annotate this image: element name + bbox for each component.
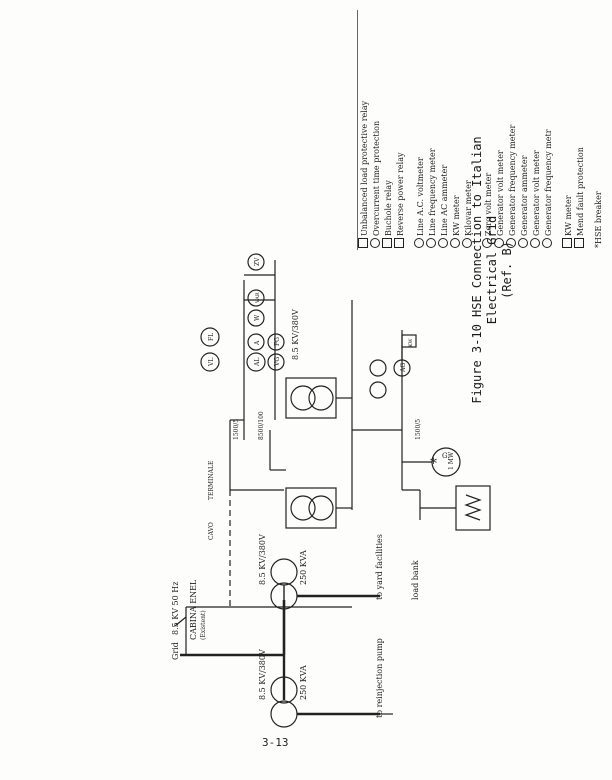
meter-al xyxy=(246,352,266,372)
fault-protection-icon xyxy=(574,238,584,248)
figure-caption: Figure 3-10 HSE Connection to Italian El… xyxy=(470,110,515,430)
tx1-rating: 8.5 KV/380V xyxy=(258,649,267,700)
gen-ammeter-icon xyxy=(518,238,528,248)
cabina-label: CABINA ENEL xyxy=(189,579,198,640)
main-tx-right-box xyxy=(285,377,337,419)
meter-a xyxy=(247,333,265,351)
legend-item: Mend fault protection xyxy=(574,8,586,248)
meter-vl-label: VL xyxy=(208,358,215,367)
terminale-label: TERMINALE xyxy=(208,461,215,500)
grid-breaker xyxy=(174,616,187,627)
meter-vl xyxy=(200,352,220,372)
tx1-primary-coil xyxy=(270,676,298,704)
voltmeter-icon xyxy=(414,238,424,248)
meter-var-label: VAR xyxy=(255,292,261,304)
main-tx-right-s xyxy=(308,385,334,411)
legend-item: KW meter xyxy=(562,8,574,248)
meter-kw xyxy=(401,334,417,348)
meter-zv-label: ZV xyxy=(254,257,261,266)
meter-al-label: AL xyxy=(254,358,261,367)
meter-var xyxy=(247,289,265,307)
main-tx-left-box xyxy=(285,487,337,529)
ct1-label: 1500/5 xyxy=(233,419,240,440)
meter-fg xyxy=(267,333,285,351)
grid-label: Grid xyxy=(171,642,180,660)
tx2-primary-coil xyxy=(270,558,298,586)
generator-label: G xyxy=(442,452,448,460)
meter-vg-label: VG xyxy=(274,357,281,367)
reverse-power-icon xyxy=(394,238,404,248)
kw-meter-icon xyxy=(450,238,460,248)
legend-item: Overcurrent time protection xyxy=(370,8,382,248)
meter-vg2 xyxy=(369,381,387,399)
meter-ag-label: AG xyxy=(400,363,407,373)
relay-icon xyxy=(358,238,368,248)
cavo-label: CAVO xyxy=(208,522,215,540)
meter-fl xyxy=(200,327,220,347)
legend-item: Line A.C. voltmeter xyxy=(414,8,426,248)
legend-item: Line frequency meter xyxy=(426,8,438,248)
asterisk-mark: * xyxy=(430,456,437,472)
page-number: 3-13 xyxy=(262,736,289,749)
legend-item: Generator volt meter xyxy=(530,8,542,248)
main-tx-left-p xyxy=(290,495,316,521)
meter-vg xyxy=(267,353,285,371)
legend-item: Buchole relay xyxy=(382,8,394,248)
tx1-dest: to reinjection pump xyxy=(375,638,384,718)
legend-item: Generator frequency metr xyxy=(542,8,554,248)
gen-frequency-meter-icon xyxy=(542,238,552,248)
tx2-dest: to yard facilities xyxy=(375,534,384,600)
legend-group-2: Line A.C. voltmeter Line frequency meter… xyxy=(414,8,474,248)
legend-item: Reverse power relay xyxy=(394,8,406,248)
legend-item: Generator ammeter xyxy=(518,8,530,248)
tx1-secondary-coil xyxy=(270,700,298,728)
meter-fl-label: FL xyxy=(208,333,215,341)
legend-group-1: Unbalanced load protective relay Overcur… xyxy=(358,8,406,248)
meter-kw-label: KW xyxy=(408,337,414,347)
legend-item: *HSE breaker xyxy=(594,191,603,248)
main-tx-right-p xyxy=(290,385,316,411)
load-bank-label: load bank xyxy=(411,560,420,600)
load-bank-resistor xyxy=(464,494,482,521)
legend-divider xyxy=(357,10,358,250)
ammeter-icon xyxy=(438,238,448,248)
cabina-sub: (Existent) xyxy=(200,610,207,640)
legend-item: Line AC ammeter xyxy=(438,8,450,248)
main-tx-left-s xyxy=(308,495,334,521)
meter-zv xyxy=(247,253,265,271)
caption-line-2: (Ref. B) xyxy=(500,241,514,299)
overcurrent-icon xyxy=(370,238,380,248)
generator-rating: 1 MW xyxy=(448,451,455,470)
tx2-rating: 8.5 KV/380V xyxy=(258,534,267,585)
meter-fg2 xyxy=(369,359,387,377)
meter-a-label: A xyxy=(254,340,261,346)
grid-rating: 8.5 KV 50 Hz xyxy=(171,582,180,635)
meter-w xyxy=(247,309,265,327)
meter-fg-label: FG xyxy=(274,337,281,346)
breaker-icon: * xyxy=(594,244,603,248)
legend-item: Unbalanced load protective relay xyxy=(358,8,370,248)
ct2-label: 8500/100 xyxy=(258,411,265,440)
legend-group-5: *HSE breaker xyxy=(594,8,604,248)
buchole-icon xyxy=(382,238,392,248)
legend-group-4: KW meter Mend fault protection xyxy=(562,8,586,248)
caption-line-1: Figure 3-10 HSE Connection to Italian El… xyxy=(470,136,499,404)
frequency-meter-icon xyxy=(426,238,436,248)
tx2-power: 250 KVA xyxy=(299,550,308,585)
meter-w-label: W xyxy=(254,314,261,321)
main-tx-rating: 8.5 KV/380V xyxy=(291,309,300,360)
kw-meter-square-icon xyxy=(562,238,572,248)
ct3-label: 1500/5 xyxy=(415,419,422,440)
tx1-power: 250 KVA xyxy=(299,665,308,700)
gen-volt-meter-icon xyxy=(530,238,540,248)
legend-item: KW meter xyxy=(450,8,462,248)
